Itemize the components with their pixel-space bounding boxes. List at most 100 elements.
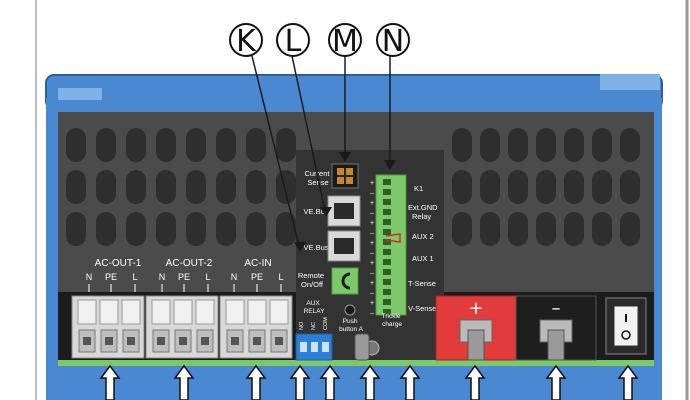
terminal-slot — [383, 179, 391, 185]
polarity-mark: – — [370, 270, 374, 277]
remote-connector-icon — [341, 272, 351, 290]
power-switch[interactable] — [613, 305, 639, 347]
vent-slot — [156, 170, 176, 204]
callout-l — [276, 23, 310, 57]
vent-slot — [96, 170, 116, 204]
vent-slot — [276, 212, 296, 246]
ac-terminal-clamp — [269, 299, 289, 325]
callout-l-text: L — [285, 24, 302, 59]
remote-on-off-connector[interactable] — [331, 267, 359, 295]
vent-slot — [452, 170, 472, 204]
vent-slot — [536, 212, 556, 246]
bottom-arrow — [99, 364, 121, 400]
vent-slot — [126, 212, 146, 246]
bottom-arrow — [545, 364, 567, 400]
polarity-mark: + — [370, 260, 374, 267]
polarity-mark: – — [370, 310, 374, 317]
polarity-mark: – — [370, 210, 374, 217]
vent-slot — [246, 128, 266, 162]
ac-in-pin-pe: PE — [251, 272, 263, 282]
ac-out-2-pin-n: N — [159, 272, 166, 282]
bottom-arrow — [464, 364, 486, 400]
callout-n — [376, 23, 410, 57]
vent-slot — [536, 128, 556, 162]
ac-terminal-screw — [253, 337, 261, 345]
callout-n-text: N — [382, 24, 404, 59]
ac-terminal-screw — [83, 337, 91, 345]
ac-terminal-screw — [201, 337, 209, 345]
callout-arrowhead — [320, 207, 332, 217]
vent-slot — [480, 170, 500, 204]
label-ext-gnd: Ext.GND — [408, 203, 438, 212]
ac-terminal-screw — [157, 337, 165, 345]
polarity-mark: – — [370, 290, 374, 297]
label-relay: Relay — [412, 212, 431, 221]
ac-terminal-screw — [231, 337, 239, 345]
ac-out-1-pin-l: L — [132, 272, 137, 282]
bottom-arrow — [359, 364, 381, 400]
vent-slot — [592, 212, 612, 246]
positive-bolt — [467, 329, 485, 361]
aux2-jumper — [385, 233, 401, 243]
vent-slot — [186, 170, 206, 204]
remote-label: Remote On/Off — [298, 271, 326, 289]
polarity-mark: + — [370, 220, 374, 227]
vent-slot — [246, 170, 266, 204]
vent-slot — [620, 212, 640, 246]
label-aux1: AUX 1 — [412, 254, 434, 263]
callout-k — [229, 23, 263, 57]
green-rail — [58, 360, 654, 366]
ac-terminal-clamp — [77, 299, 97, 325]
ac-terminal-clamp — [195, 299, 215, 325]
terminal-slot — [383, 289, 391, 295]
vent-slot — [96, 212, 116, 246]
trickle-bolt — [354, 333, 370, 361]
vent-slot — [186, 128, 206, 162]
vent-slot — [126, 170, 146, 204]
vent-slot — [564, 212, 584, 246]
vent-slot — [66, 212, 86, 246]
vent-slot — [508, 128, 528, 162]
vebus-port-2-socket — [334, 238, 354, 254]
terminal-slot — [383, 199, 391, 205]
ac-terminal-clamp — [247, 299, 267, 325]
vent-slot — [592, 128, 612, 162]
vent-slot — [480, 128, 500, 162]
push-button-a[interactable] — [344, 304, 356, 316]
aux-relay-label: AUX RELAY — [304, 300, 325, 315]
terminal-slot — [383, 239, 391, 245]
vebus-2-label: VE.Bus — [303, 243, 328, 252]
polarity-mark: + — [370, 300, 374, 307]
negative-bolt — [547, 329, 565, 361]
bottom-arrow — [319, 364, 341, 400]
polarity-mark: – — [370, 190, 374, 197]
ac-terminal-screw — [127, 337, 135, 345]
vent-slot — [156, 212, 176, 246]
negative-icon: – — [552, 298, 561, 319]
ac-terminal-clamp — [121, 299, 141, 325]
callout-arrowhead — [294, 242, 306, 252]
terminal-slot — [383, 219, 391, 225]
positive-icon: + — [468, 298, 483, 319]
terminal-slot — [383, 209, 391, 215]
vent-slot — [246, 212, 266, 246]
vent-slot — [592, 170, 612, 204]
vent-slot — [564, 170, 584, 204]
vent-slot — [66, 128, 86, 162]
vent-slot — [186, 212, 206, 246]
vent-slot — [126, 128, 146, 162]
ac-out-1-pin-pe: PE — [105, 272, 117, 282]
ac-out-1-title: AC-OUT-1 — [95, 258, 142, 269]
bottom-arrows — [99, 364, 639, 400]
vent-slot — [452, 212, 472, 246]
vent-slot — [96, 128, 116, 162]
push-button-label: Push button A — [339, 318, 364, 333]
polarity-mark: – — [370, 230, 374, 237]
bottom-arrow — [245, 364, 267, 400]
callout-arrowhead — [339, 152, 351, 162]
pin-ticks — [88, 284, 282, 292]
vent-slot — [276, 128, 296, 162]
vent-slot — [216, 170, 236, 204]
relay-pin-no: NO — [299, 321, 305, 330]
